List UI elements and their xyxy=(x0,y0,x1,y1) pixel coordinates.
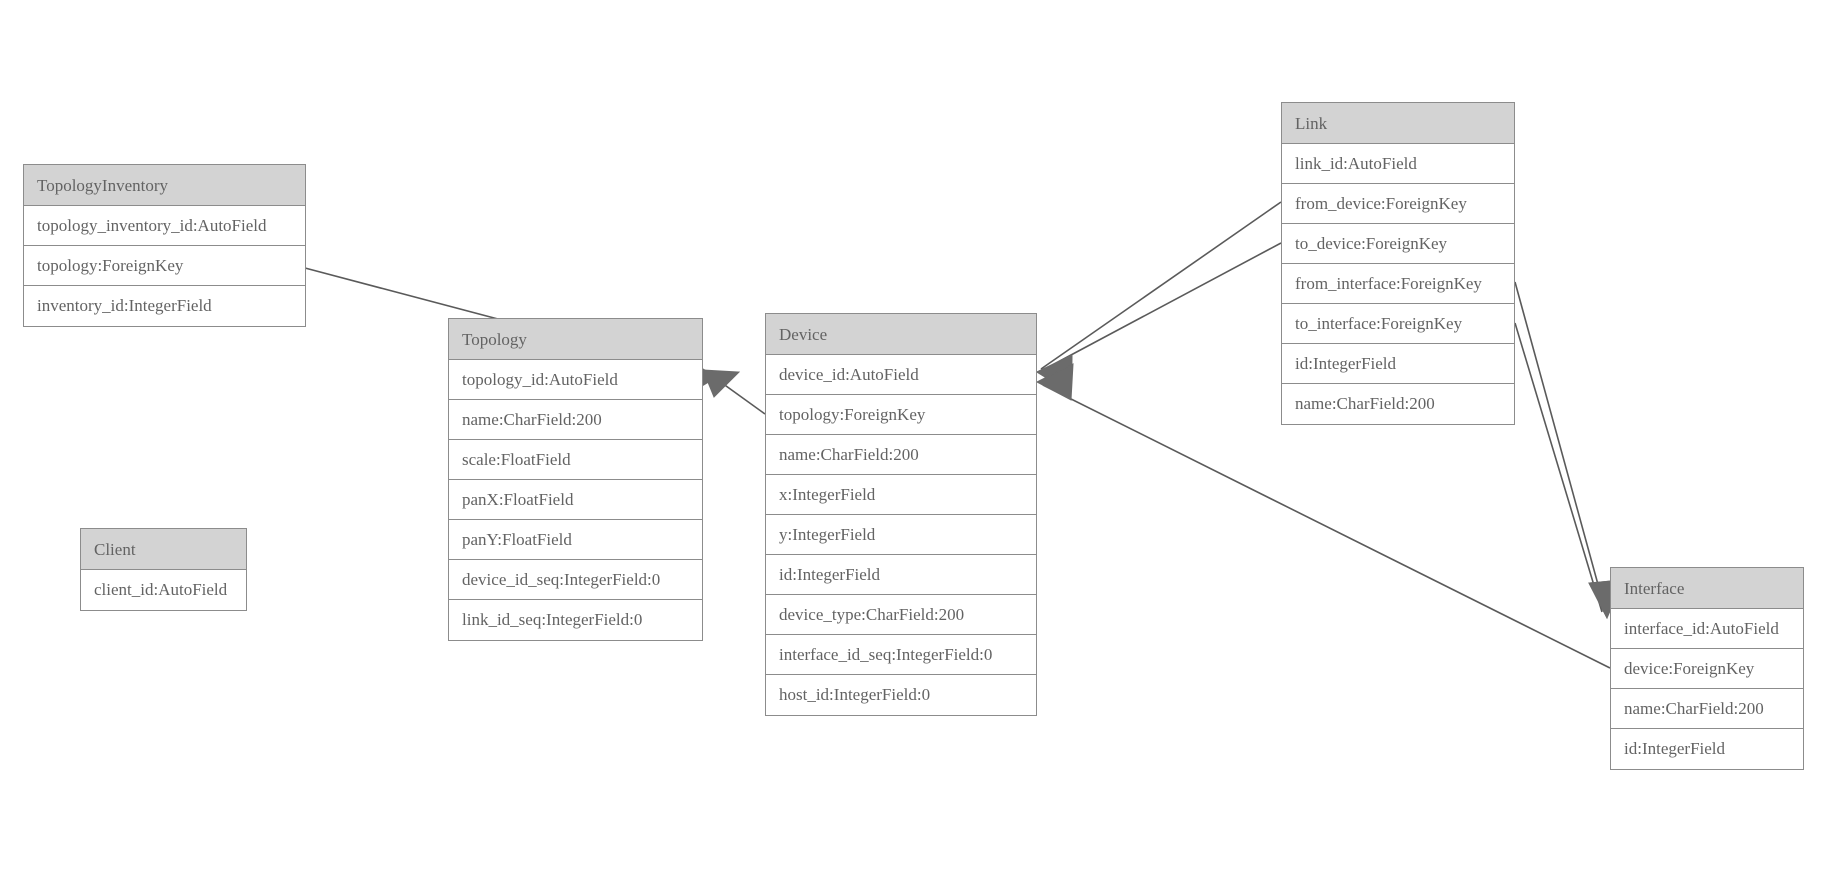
relation-link-from-interface xyxy=(1514,281,1624,620)
entity-field-row: device_id:AutoField xyxy=(766,355,1036,395)
relation-link-from-device xyxy=(1035,201,1282,394)
entity-field-row: id:IntegerField xyxy=(766,555,1036,595)
entity-header-topology: Topology xyxy=(449,319,702,360)
entity-field-row: panX:FloatField xyxy=(449,480,702,520)
entity-field-row: id:IntegerField xyxy=(1624,739,1726,758)
relation-line xyxy=(1040,242,1282,372)
entity-field-row: to_device:ForeignKey xyxy=(1282,224,1514,264)
entity-header-device: Device xyxy=(766,314,1036,355)
entity-field-row: client_id:AutoField xyxy=(94,580,228,599)
relation-line xyxy=(1514,281,1606,611)
entity-field-row: topology:ForeignKey xyxy=(766,395,1036,435)
relation-arrowhead xyxy=(1035,354,1073,394)
entity-field-row: topology:ForeignKey xyxy=(24,246,305,286)
relation-arrowhead xyxy=(1035,354,1073,394)
entity-field-row: name:CharField:200 xyxy=(1295,394,1435,413)
entity-field-row: topology_inventory_id:AutoField xyxy=(24,206,305,246)
entity-client[interactable]: Client client_id:AutoField xyxy=(80,528,247,611)
entity-field-row: scale:FloatField xyxy=(449,440,702,480)
entity-field-row: interface_id:AutoField xyxy=(1611,609,1803,649)
entity-header-interface: Interface xyxy=(1611,568,1803,609)
entity-field-row: from_device:ForeignKey xyxy=(1282,184,1514,224)
relation-device-topology xyxy=(702,369,766,415)
entity-header-link: Link xyxy=(1282,103,1514,144)
entity-field-row: link_id_seq:IntegerField:0 xyxy=(462,610,643,629)
entity-header-topology-inventory: TopologyInventory xyxy=(24,165,305,206)
entity-field-row: x:IntegerField xyxy=(766,475,1036,515)
entity-field-row: to_interface:ForeignKey xyxy=(1282,304,1514,344)
relation-line xyxy=(714,377,766,415)
relation-line xyxy=(1514,322,1603,613)
entity-field-row: topology_id:AutoField xyxy=(449,360,702,400)
entity-field-row: from_interface:ForeignKey xyxy=(1282,264,1514,304)
entity-field-row: device:ForeignKey xyxy=(1611,649,1803,689)
entity-fields-client: client_id:AutoField xyxy=(81,570,246,610)
relation-line xyxy=(1040,201,1282,370)
entity-header-client: Client xyxy=(81,529,246,570)
entity-field-row: device_type:CharField:200 xyxy=(766,595,1036,635)
relation-arrowhead xyxy=(1035,363,1074,401)
entity-field-row: interface_id_seq:IntegerField:0 xyxy=(766,635,1036,675)
entity-field-row: y:IntegerField xyxy=(766,515,1036,555)
entity-field-row: name:CharField:200 xyxy=(449,400,702,440)
entity-field-row: name:CharField:200 xyxy=(1611,689,1803,729)
entity-field-row: device_id_seq:IntegerField:0 xyxy=(449,560,702,600)
relation-link-to-interface xyxy=(1514,322,1624,620)
entity-field-row: inventory_id:IntegerField xyxy=(37,296,212,315)
entity-field-row: host_id:IntegerField:0 xyxy=(779,685,931,704)
entity-field-row: id:IntegerField xyxy=(1282,344,1514,384)
entity-field-row: panY:FloatField xyxy=(449,520,702,560)
relation-arrowhead xyxy=(702,369,741,398)
relation-line xyxy=(1042,384,1611,669)
relation-link-to-device xyxy=(1035,242,1282,394)
entity-field-row: link_id:AutoField xyxy=(1282,144,1514,184)
entity-field-row: name:CharField:200 xyxy=(766,435,1036,475)
